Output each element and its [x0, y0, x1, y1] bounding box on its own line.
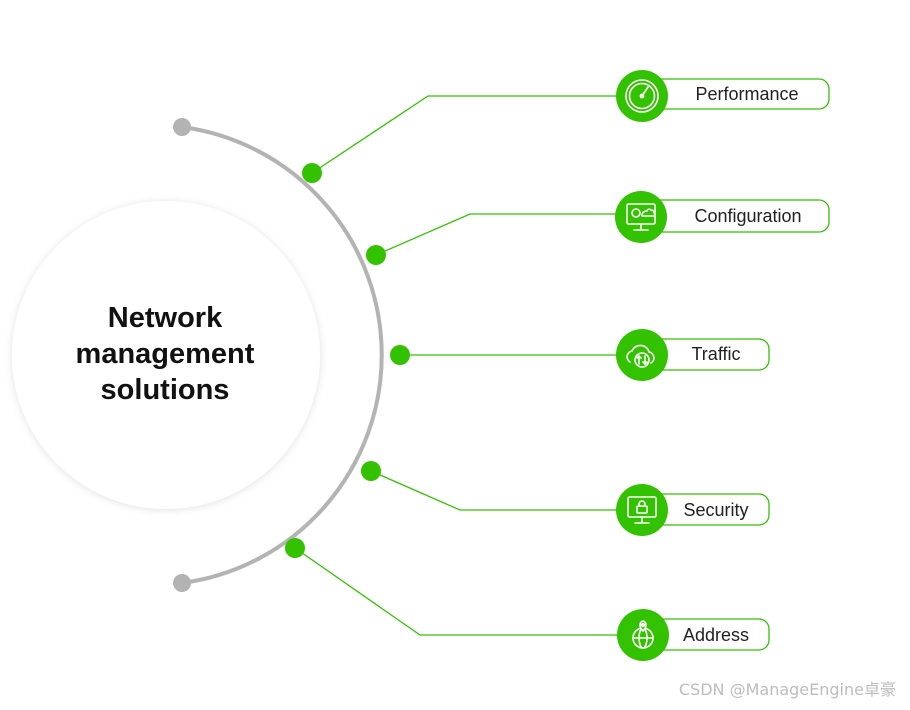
item-performance: Performance — [302, 70, 830, 183]
connector-line — [311, 95, 642, 174]
item-label: Performance — [695, 84, 798, 104]
speedometer-icon — [625, 79, 659, 113]
arc-end-dot-bottom — [173, 574, 191, 592]
arc-node-dot — [361, 461, 381, 481]
icon-badge — [615, 191, 667, 243]
monitor-lock-icon — [627, 496, 657, 524]
monitor-settings-icon — [626, 203, 656, 231]
globe-pin-icon — [632, 620, 654, 649]
watermark: CSDN @ManageEngine卓豪 — [678, 680, 896, 699]
item-label: Security — [683, 500, 748, 520]
connector-line — [294, 547, 642, 636]
item-address: Address — [285, 538, 770, 661]
item-label: Configuration — [694, 206, 801, 226]
center-title-line: management — [75, 338, 255, 370]
item-security: Security — [361, 461, 770, 536]
arc-node-dot — [285, 538, 305, 558]
arc-node-dot — [302, 163, 322, 183]
icon-badge — [616, 484, 668, 536]
item-label: Address — [683, 625, 749, 645]
icon-badge — [617, 609, 669, 661]
icon-badge — [616, 329, 668, 381]
center-title-line: solutions — [100, 374, 230, 406]
arc-node-dot — [366, 245, 386, 265]
item-configuration: Configuration — [366, 191, 830, 265]
center-title: Network management solutions — [30, 300, 300, 408]
arc-node-dot — [390, 345, 410, 365]
item-label: Traffic — [691, 344, 740, 364]
center-title-line: Network — [107, 302, 223, 334]
connector-line — [375, 213, 642, 256]
arc-end-dot-top — [173, 118, 191, 136]
cloud-traffic-icon — [626, 344, 655, 368]
arc-line — [181, 125, 384, 585]
item-traffic: Traffic — [390, 329, 770, 381]
connector-line — [370, 470, 642, 511]
center-circle — [12, 201, 320, 509]
